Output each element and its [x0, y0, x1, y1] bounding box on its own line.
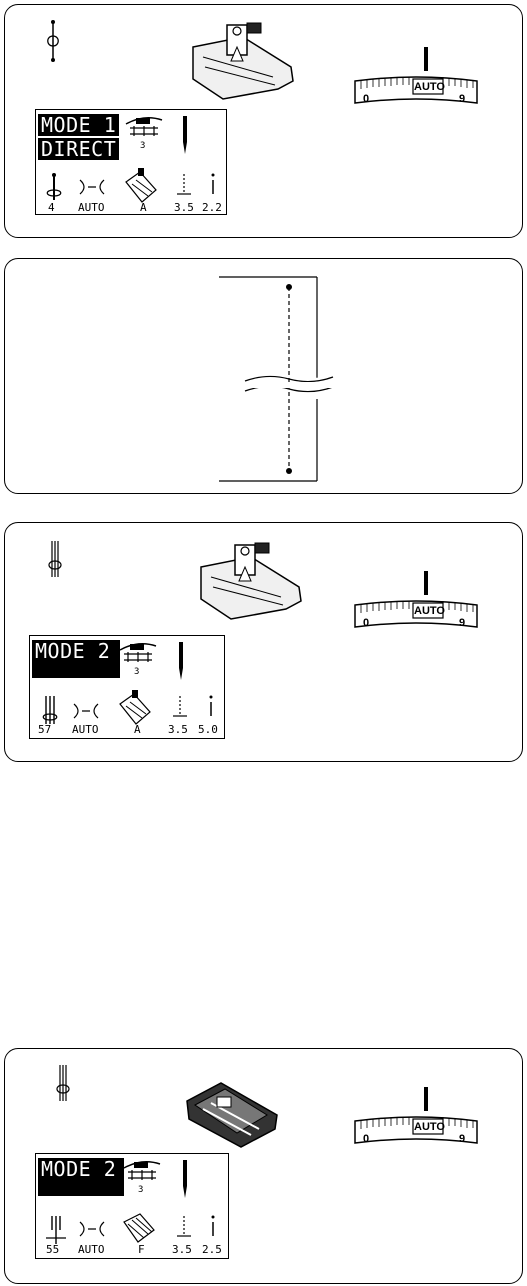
panel-straight-stitch: AUTO 0 9 MODE 1 DIRECT 3 — [4, 4, 523, 238]
needle-icon — [176, 642, 186, 682]
tension-icon — [72, 702, 100, 720]
triple-straight-stitch-icon — [53, 1063, 73, 1103]
tension-dial: AUTO 0 9 — [353, 1085, 479, 1153]
feed-dog-icon — [118, 642, 158, 670]
dial-auto-label: AUTO — [414, 605, 445, 617]
tension-value: AUTO — [72, 724, 99, 735]
length-icon — [208, 172, 218, 198]
foot-value: F — [138, 1244, 145, 1255]
lcd-display: MODE 2 3 55 AUTO F 3.5 — [35, 1153, 229, 1259]
needle-icon — [180, 1160, 190, 1200]
satin-foot-f-icon — [181, 1075, 281, 1151]
fabric-seam-diagram — [205, 273, 345, 487]
feed-dog-value: 3 — [140, 142, 145, 151]
stitch-symbol-icon — [38, 694, 62, 726]
foot-value: A — [134, 724, 141, 735]
tension-icon — [78, 1220, 106, 1238]
mode-label: MODE 2 — [38, 1158, 124, 1196]
panel-triple-stitch: AUTO 0 9 MODE 2 3 — [4, 522, 523, 762]
dial-max-label: 9 — [459, 1133, 465, 1145]
zigzag-foot-a-icon — [191, 537, 309, 625]
width-value: 3.5 — [172, 1244, 192, 1255]
stitch-number-value: 4 — [48, 202, 55, 213]
triple-straight-stitch-icon — [45, 539, 65, 579]
panel-fabric-diagram — [4, 258, 523, 494]
dial-max-label: 9 — [459, 617, 465, 629]
straight-stitch-lock-icon — [43, 19, 63, 63]
length-icon — [208, 1214, 218, 1240]
length-value: 2.2 — [202, 202, 222, 213]
lcd-display: MODE 1 DIRECT 3 4 AUTO — [35, 109, 227, 215]
width-icon — [176, 1214, 192, 1240]
length-value: 2.5 — [202, 1244, 222, 1255]
width-icon — [172, 694, 188, 720]
tension-value: AUTO — [78, 1244, 105, 1255]
tension-icon — [78, 178, 106, 196]
stitch-symbol-icon — [42, 172, 66, 202]
length-icon — [206, 694, 216, 720]
needle-icon — [180, 116, 190, 156]
mode-label: MODE 2 — [32, 640, 120, 678]
stitch-number-value: 57 — [38, 724, 51, 735]
feed-dog-icon — [122, 1160, 162, 1188]
dial-auto-label: AUTO — [414, 81, 445, 93]
lcd-display: MODE 2 3 57 AUTO A — [29, 635, 225, 739]
stitch-number-value: 55 — [46, 1244, 59, 1255]
feed-dog-value: 3 — [134, 668, 139, 677]
zigzag-foot-a-icon — [183, 17, 301, 105]
width-value: 3.5 — [174, 202, 194, 213]
length-value: 5.0 — [198, 724, 218, 735]
dial-auto-label: AUTO — [414, 1121, 445, 1133]
foot-value: A — [140, 202, 147, 213]
tension-dial: AUTO 0 9 — [353, 569, 479, 637]
width-value: 3.5 — [168, 724, 188, 735]
dial-max-label: 9 — [459, 93, 465, 105]
width-icon — [176, 172, 192, 198]
dial-min-label: 0 — [363, 617, 369, 629]
dial-min-label: 0 — [363, 93, 369, 105]
mode-direct-label: DIRECT — [38, 138, 119, 160]
stitch-symbol-icon — [44, 1214, 68, 1246]
dial-min-label: 0 — [363, 1133, 369, 1145]
feed-dog-icon — [124, 116, 164, 144]
panel-triple-stitch-foot-f: AUTO 0 9 MODE 2 3 55 — [4, 1048, 523, 1284]
tension-value: AUTO — [78, 202, 105, 213]
tension-dial: AUTO 0 9 — [353, 45, 479, 113]
mode-label: MODE 1 — [38, 114, 119, 136]
feed-dog-value: 3 — [138, 1186, 143, 1195]
